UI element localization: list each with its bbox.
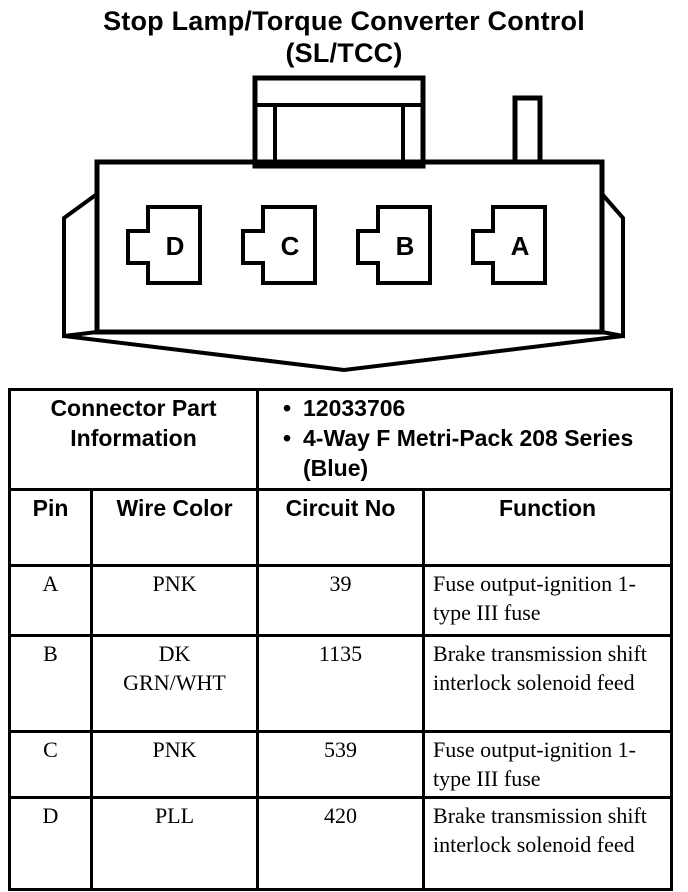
connector-info-label: Connector Part Information <box>7 388 260 491</box>
header-circuit-no: Circuit No <box>256 488 426 567</box>
connector-cavity-c: C <box>241 205 317 285</box>
connector-info-details: 12033706 4-Way F Metri-Pack 208 Series (… <box>256 388 674 491</box>
wire-color-cell: PNK <box>89 564 260 637</box>
table-row: C PNK 539 Fuse output-ignition 1-type II… <box>8 730 674 799</box>
table-row: A PNK 39 Fuse output-ignition 1-type III… <box>8 564 674 637</box>
connector-type: 4-Way F Metri-Pack 208 Series (Blue) <box>283 423 666 483</box>
header-pin: Pin <box>8 488 93 567</box>
wire-color-cell: PLL <box>89 796 260 891</box>
connector-body <box>94 159 605 335</box>
table-header-row: Pin Wire Color Circuit No Function <box>8 488 674 567</box>
function-cell: Brake transmission shift interlock solen… <box>422 796 674 891</box>
connector-right-latch <box>600 192 625 339</box>
function-cell: Fuse output-ignition 1-type III fuse <box>422 564 674 637</box>
circuit-cell: 1135 <box>256 634 426 733</box>
diagram-subtitle: (SL/TCC) <box>285 38 403 68</box>
connector-key-post <box>512 95 543 162</box>
connector-part-number: 12033706 <box>283 393 666 423</box>
function-cell: Fuse output-ignition 1-type III fuse <box>422 730 674 799</box>
connector-cavity-a: A <box>471 205 547 285</box>
function-cell: Brake transmission shift interlock solen… <box>422 634 674 733</box>
cavity-label: C <box>281 231 300 261</box>
pin-cell: A <box>8 564 93 637</box>
diagram-title: Stop Lamp/Torque Converter Control <box>103 6 585 36</box>
pin-cell: B <box>8 634 93 733</box>
connector-lock-tab <box>252 75 426 169</box>
connector-pin-table: Connector Part Information 12033706 4-Wa… <box>7 388 674 891</box>
table-row: B DK GRN/WHT 1135 Brake transmission shi… <box>8 634 674 733</box>
wire-color-cell: DK GRN/WHT <box>89 634 260 733</box>
table-row: D PLL 420 Brake transmission shift inter… <box>8 796 674 891</box>
wire-color-cell: PNK <box>89 730 260 799</box>
header-function: Function <box>422 488 674 567</box>
circuit-cell: 39 <box>256 564 426 637</box>
cavity-outline <box>471 205 547 285</box>
connector-cavity-b: B <box>356 205 432 285</box>
cavity-outline <box>241 205 317 285</box>
cavity-label: D <box>166 231 185 261</box>
header-wire-color: Wire Color <box>89 488 260 567</box>
cavity-outline <box>126 205 202 285</box>
cavity-label: B <box>396 231 415 261</box>
pin-cell: C <box>8 730 93 799</box>
connector-info-row: Connector Part Information 12033706 4-Wa… <box>7 388 674 491</box>
pin-cell: D <box>8 796 93 891</box>
circuit-cell: 539 <box>256 730 426 799</box>
cavity-outline <box>356 205 432 285</box>
connector-pointer <box>63 334 624 373</box>
connector-left-latch <box>62 192 99 339</box>
connector-cavity-d: D <box>126 205 202 285</box>
cavity-label: A <box>511 231 530 261</box>
circuit-cell: 420 <box>256 796 426 891</box>
